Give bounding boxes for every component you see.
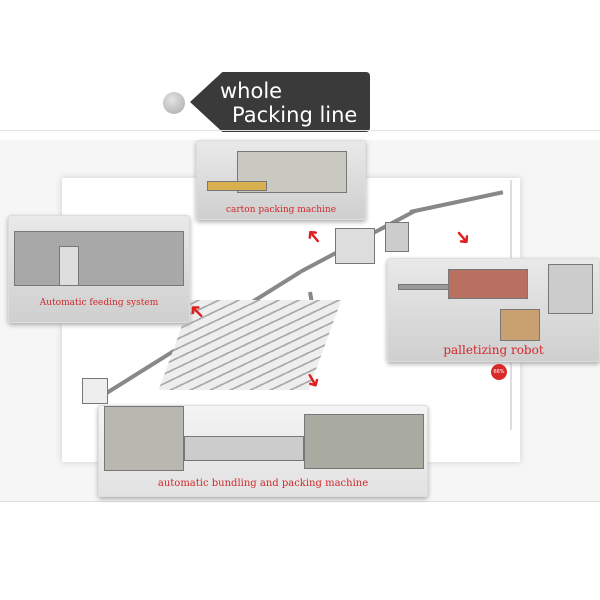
palletizing-robot-card: palletizing robot bbox=[387, 258, 600, 362]
caption-feeding: Automatic feeding system bbox=[39, 298, 159, 308]
bullet-dot bbox=[163, 92, 185, 114]
caption-bundling: automatic bundling and packing machine bbox=[157, 478, 369, 489]
feeding-system-card: Automatic feeding system bbox=[8, 215, 190, 323]
divider bbox=[0, 130, 600, 131]
caption-carton: carton packing machine bbox=[225, 205, 337, 215]
title-line-2: Packing line bbox=[232, 103, 358, 127]
bundling-machine-card: automatic bundling and packing machine bbox=[98, 405, 428, 497]
title-tag: whole Packing line bbox=[190, 72, 370, 132]
progress-badge: 66% bbox=[491, 364, 507, 380]
caption-palletizing: palletizing robot bbox=[443, 343, 544, 357]
title-line-1: whole bbox=[220, 79, 283, 103]
carton-packing-machine-card: carton packing machine bbox=[196, 140, 366, 220]
